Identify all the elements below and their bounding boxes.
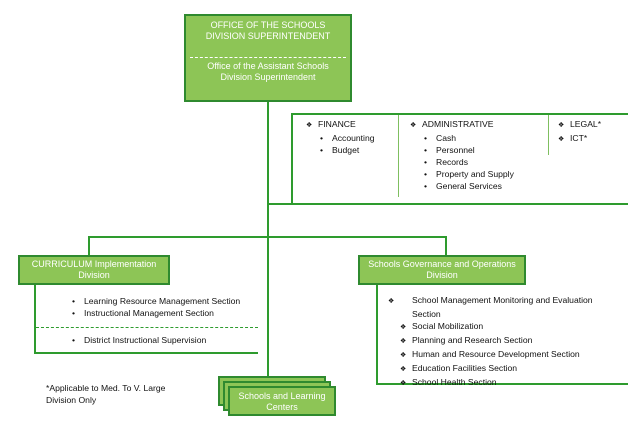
superintendent-office-box: OFFICE OF THE SCHOOLS DIVISION SUPERINTE… bbox=[184, 14, 352, 102]
sgod-border-left bbox=[376, 285, 378, 385]
sgod-list: School Management Monitoring and Evaluat… bbox=[400, 294, 618, 390]
finance-list: Accounting Budget bbox=[306, 132, 396, 156]
sgod-item-monitoring: School Management Monitoring and Evaluat… bbox=[400, 294, 618, 320]
connector-curriculum-drop bbox=[88, 236, 90, 256]
admin-item-general-services: General Services bbox=[424, 180, 546, 192]
divider-finance-admin bbox=[398, 115, 399, 197]
legal-office: LEGAL* bbox=[558, 118, 624, 132]
curriculum-item-lrm: Learning Resource Management Section bbox=[72, 295, 262, 307]
curriculum-divider bbox=[36, 327, 258, 328]
admin-item-property-supply: Property and Supply bbox=[424, 168, 546, 180]
sgod-list-wrap: School Management Monitoring and Evaluat… bbox=[400, 294, 618, 390]
administrative-list: Cash Personnel Records Property and Supp… bbox=[410, 132, 546, 192]
curriculum-list: Learning Resource Management Section Ins… bbox=[72, 295, 262, 319]
sgod-division-box: Schools Governance and Operations Divisi… bbox=[358, 255, 526, 285]
superintendent-title: OFFICE OF THE SCHOOLS DIVISION SUPERINTE… bbox=[205, 20, 331, 41]
finance-title: FINANCE bbox=[306, 118, 396, 132]
curriculum-division-title: CURRICULUM Implementation Division bbox=[31, 259, 157, 280]
finance-item-budget: Budget bbox=[320, 144, 396, 156]
administrative-title: ADMINISTRATIVE bbox=[410, 118, 546, 132]
district-supervision: District Instructional Supervision bbox=[72, 334, 262, 346]
admin-item-personnel: Personnel bbox=[424, 144, 546, 156]
sgod-division-title: Schools Governance and Operations Divisi… bbox=[368, 259, 516, 280]
assistant-superintendent-title: Office of the Assistant Schools Division… bbox=[207, 61, 329, 82]
sgod-item-health: School Health Section bbox=[400, 376, 618, 390]
connector-sgod-drop bbox=[445, 236, 447, 256]
divider-admin-legal bbox=[548, 115, 549, 155]
sgod-item-hrd: Human and Resource Development Section bbox=[400, 348, 618, 362]
curriculum-border-bottom bbox=[34, 352, 258, 354]
schools-label: Schools and Learning Centers bbox=[238, 391, 326, 412]
admin-item-records: Records bbox=[424, 156, 546, 168]
connector-staff-horizontal bbox=[268, 203, 628, 205]
sgod-item-social-mobilization: Social Mobilization bbox=[400, 320, 618, 334]
connector-staff-top bbox=[291, 113, 628, 115]
footnote: *Applicable to Med. To V. Large Division… bbox=[46, 383, 166, 405]
curriculum-item-instructional: Instructional Management Section bbox=[72, 307, 262, 319]
schools-box-front: Schools and Learning Centers bbox=[228, 386, 336, 416]
connector-division-horizontal bbox=[88, 236, 447, 238]
administrative-section: ADMINISTRATIVE Cash Personnel Records Pr… bbox=[410, 118, 546, 192]
curriculum-border-left bbox=[34, 285, 36, 354]
ict-office: ICT* bbox=[558, 132, 624, 146]
connector-top-to-trunk bbox=[267, 101, 269, 377]
curriculum-list-wrap: Learning Resource Management Section Ins… bbox=[72, 295, 262, 319]
legal-ict-section: LEGAL* ICT* bbox=[558, 118, 624, 146]
connector-staff-vertical bbox=[291, 113, 293, 205]
district-supervision-label: District Instructional Supervision bbox=[72, 335, 206, 345]
superintendent-divider bbox=[190, 57, 346, 58]
finance-section: FINANCE Accounting Budget bbox=[306, 118, 396, 156]
sgod-item-planning: Planning and Research Section bbox=[400, 334, 618, 348]
curriculum-division-box: CURRICULUM Implementation Division bbox=[18, 255, 170, 285]
sgod-item-facilities: Education Facilities Section bbox=[400, 362, 618, 376]
finance-item-accounting: Accounting bbox=[320, 132, 396, 144]
admin-item-cash: Cash bbox=[424, 132, 546, 144]
